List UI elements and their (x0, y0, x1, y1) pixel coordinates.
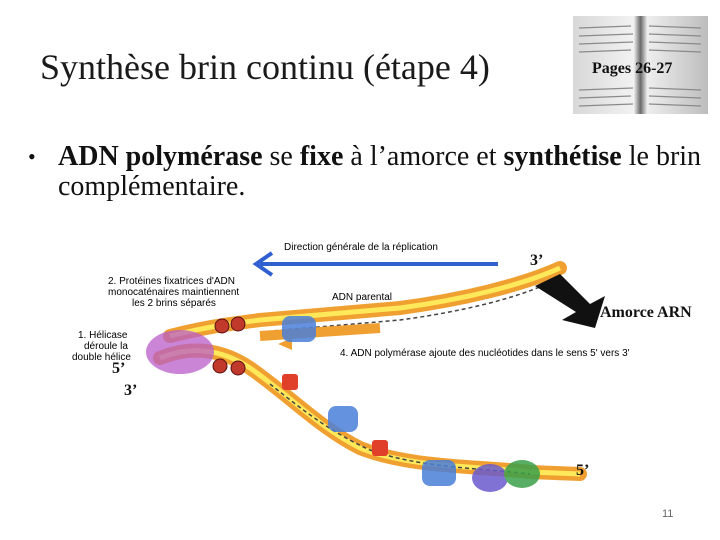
primer-label: Amorce ARN (600, 304, 692, 322)
primer-pointer-arrow (535, 274, 605, 328)
end-3-top-label: 3’ (530, 252, 543, 270)
page-number: 11 (662, 508, 673, 520)
bullet-text-2: se (263, 141, 300, 172)
helicase-label-1: 1. Hélicase (78, 330, 128, 341)
bullet-bold-2: fixe (300, 141, 344, 172)
direction-arrow (256, 253, 498, 275)
proteins-label-1: 2. Protéines fixatrices d'ADN (108, 276, 235, 287)
proteins-label-3: les 2 brins séparés (132, 298, 216, 309)
pages-label: Pages 26-27 (592, 60, 672, 78)
end-3-left-label: 3’ (124, 382, 137, 400)
bullet-bold-3: synthétise (504, 141, 622, 172)
proteins-label-2: monocaténaires maintiennent (108, 287, 239, 298)
end-5-left-label: 5’ (112, 360, 125, 378)
ssb-proteins (213, 317, 245, 375)
direction-label: Direction générale de la réplication (284, 242, 438, 253)
slide-title: Synthèse brin continu (étape 4) (40, 46, 490, 88)
polymerase-label: 4. ADN polymérase ajoute des nucléotides… (340, 348, 630, 359)
new-leading-strand (260, 328, 380, 336)
helicase (146, 330, 214, 374)
bullet-dot: • (28, 142, 36, 172)
end-5-bottom-label: 5’ (576, 462, 589, 480)
bullet-bold-1: ADN polymérase (58, 141, 263, 172)
replication-diagram: Direction générale de la réplication 2. … (60, 228, 720, 518)
bullet-text: ADN polymérase se fixe à l’amorce et syn… (58, 142, 708, 202)
bullet-text-4: à l’amorce et (343, 141, 503, 172)
parental-dna-label: ADN parental (332, 292, 392, 303)
helicase-label-2: déroule la (84, 341, 128, 352)
